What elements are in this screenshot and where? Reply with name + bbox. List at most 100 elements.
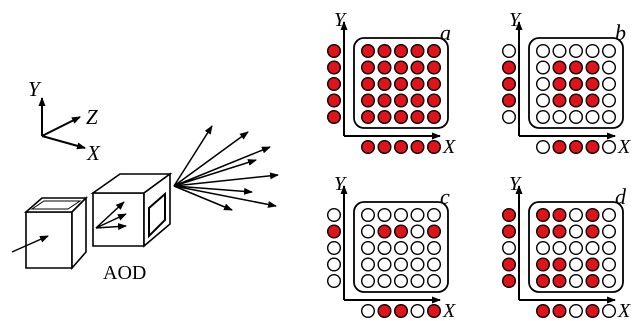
output-beam-arrow-4	[173, 159, 257, 187]
grid-dot	[410, 240, 425, 255]
panel-b-frame	[528, 37, 624, 129]
grid-dot	[410, 207, 425, 222]
grid-dot	[585, 60, 600, 75]
beam-arrows	[11, 125, 279, 253]
x-bottom-dot	[552, 139, 567, 154]
grid-dot	[394, 274, 409, 289]
grid-dot	[536, 257, 551, 272]
grid-dot	[394, 93, 409, 108]
panel-d: YXd	[502, 173, 631, 321]
x-bottom-dot	[602, 304, 617, 319]
x-bottom-dot	[410, 304, 425, 319]
y-axis-label: Y	[28, 77, 42, 101]
grid-dot	[552, 93, 567, 108]
grid-dot	[394, 240, 409, 255]
y-side-dot	[327, 274, 342, 289]
grid-dot	[361, 109, 376, 124]
cube-2-front	[92, 192, 145, 247]
grid-dot	[410, 224, 425, 239]
output-beam-arrow-3	[173, 146, 271, 187]
grid-dot	[602, 224, 617, 239]
grid-dot	[377, 44, 392, 59]
grid-dot	[552, 44, 567, 59]
grid-dot	[394, 44, 409, 59]
grid-dot	[427, 207, 442, 222]
grid-dot	[361, 44, 376, 59]
grid-dot	[377, 60, 392, 75]
grid-dot	[585, 44, 600, 59]
grid-dot	[410, 257, 425, 272]
mid-beam-arrow-2	[95, 213, 127, 229]
y-side-dot	[327, 109, 342, 124]
grid-dot	[410, 274, 425, 289]
grid-dot	[569, 207, 584, 222]
grid-dot	[585, 224, 600, 239]
grid-dot	[569, 60, 584, 75]
panel-a-frame	[353, 37, 449, 129]
grid-dot	[427, 274, 442, 289]
grid-dot	[585, 240, 600, 255]
grid-dot	[552, 274, 567, 289]
x-bottom-dot	[394, 304, 409, 319]
y-side-dot	[327, 60, 342, 75]
mid-beam-arrow-3	[95, 223, 127, 231]
grid-dot	[569, 109, 584, 124]
grid-dot	[394, 224, 409, 239]
grid-dot	[394, 109, 409, 124]
x-bottom-dot	[410, 139, 425, 154]
grid-dot	[536, 240, 551, 255]
grid-dot	[361, 257, 376, 272]
grid-dot	[585, 207, 600, 222]
grid-dot	[394, 207, 409, 222]
x-bottom-dot	[377, 139, 392, 154]
panel-a-y-label: Y	[334, 9, 347, 31]
output-beam-arrow-6	[173, 185, 253, 195]
grid-dot	[585, 93, 600, 108]
input-beam-arrow	[11, 235, 49, 253]
grid-dot	[536, 207, 551, 222]
grid-dot	[585, 274, 600, 289]
grid-dot	[427, 60, 442, 75]
panel-c: YXc	[327, 173, 456, 321]
grid-dot	[361, 274, 376, 289]
grid-dot	[569, 76, 584, 91]
grid-dot	[536, 224, 551, 239]
panel-b-x-label: X	[617, 136, 631, 158]
grid-dot	[552, 224, 567, 239]
y-side-dot	[327, 44, 342, 59]
y-side-dot	[327, 93, 342, 108]
grid-dot	[552, 109, 567, 124]
cube-1-side	[71, 196, 87, 271]
grid-dot	[536, 93, 551, 108]
output-beam-arrow-8	[173, 185, 233, 211]
panel-b-y-label: Y	[509, 9, 522, 31]
grid-dot	[536, 274, 551, 289]
grid-dot	[361, 76, 376, 91]
grid-dot	[377, 240, 392, 255]
grid-dot	[377, 207, 392, 222]
grid-dot	[377, 109, 392, 124]
grid-dot	[602, 274, 617, 289]
grid-dot	[427, 109, 442, 124]
grid-dot	[602, 93, 617, 108]
y-side-dot	[502, 93, 517, 108]
grid-dot	[602, 76, 617, 91]
grid-dot	[602, 60, 617, 75]
grid-dot	[552, 257, 567, 272]
grid-dot	[377, 257, 392, 272]
grid-dot	[536, 60, 551, 75]
grid-dot	[427, 257, 442, 272]
panel-c-letter: c	[440, 184, 450, 209]
x-bottom-dot	[585, 139, 600, 154]
grid-dot	[602, 257, 617, 272]
z-axis-arrow	[41, 116, 81, 137]
output-beam-arrow-1	[173, 125, 213, 187]
grid-dot	[569, 224, 584, 239]
panel-a-letter: a	[440, 20, 451, 45]
output-beam-arrow-2	[173, 131, 249, 187]
grid-dot	[602, 109, 617, 124]
x-bottom-dot	[569, 304, 584, 319]
grid-dot	[552, 60, 567, 75]
grid-dot	[569, 44, 584, 59]
grid-dot	[361, 93, 376, 108]
